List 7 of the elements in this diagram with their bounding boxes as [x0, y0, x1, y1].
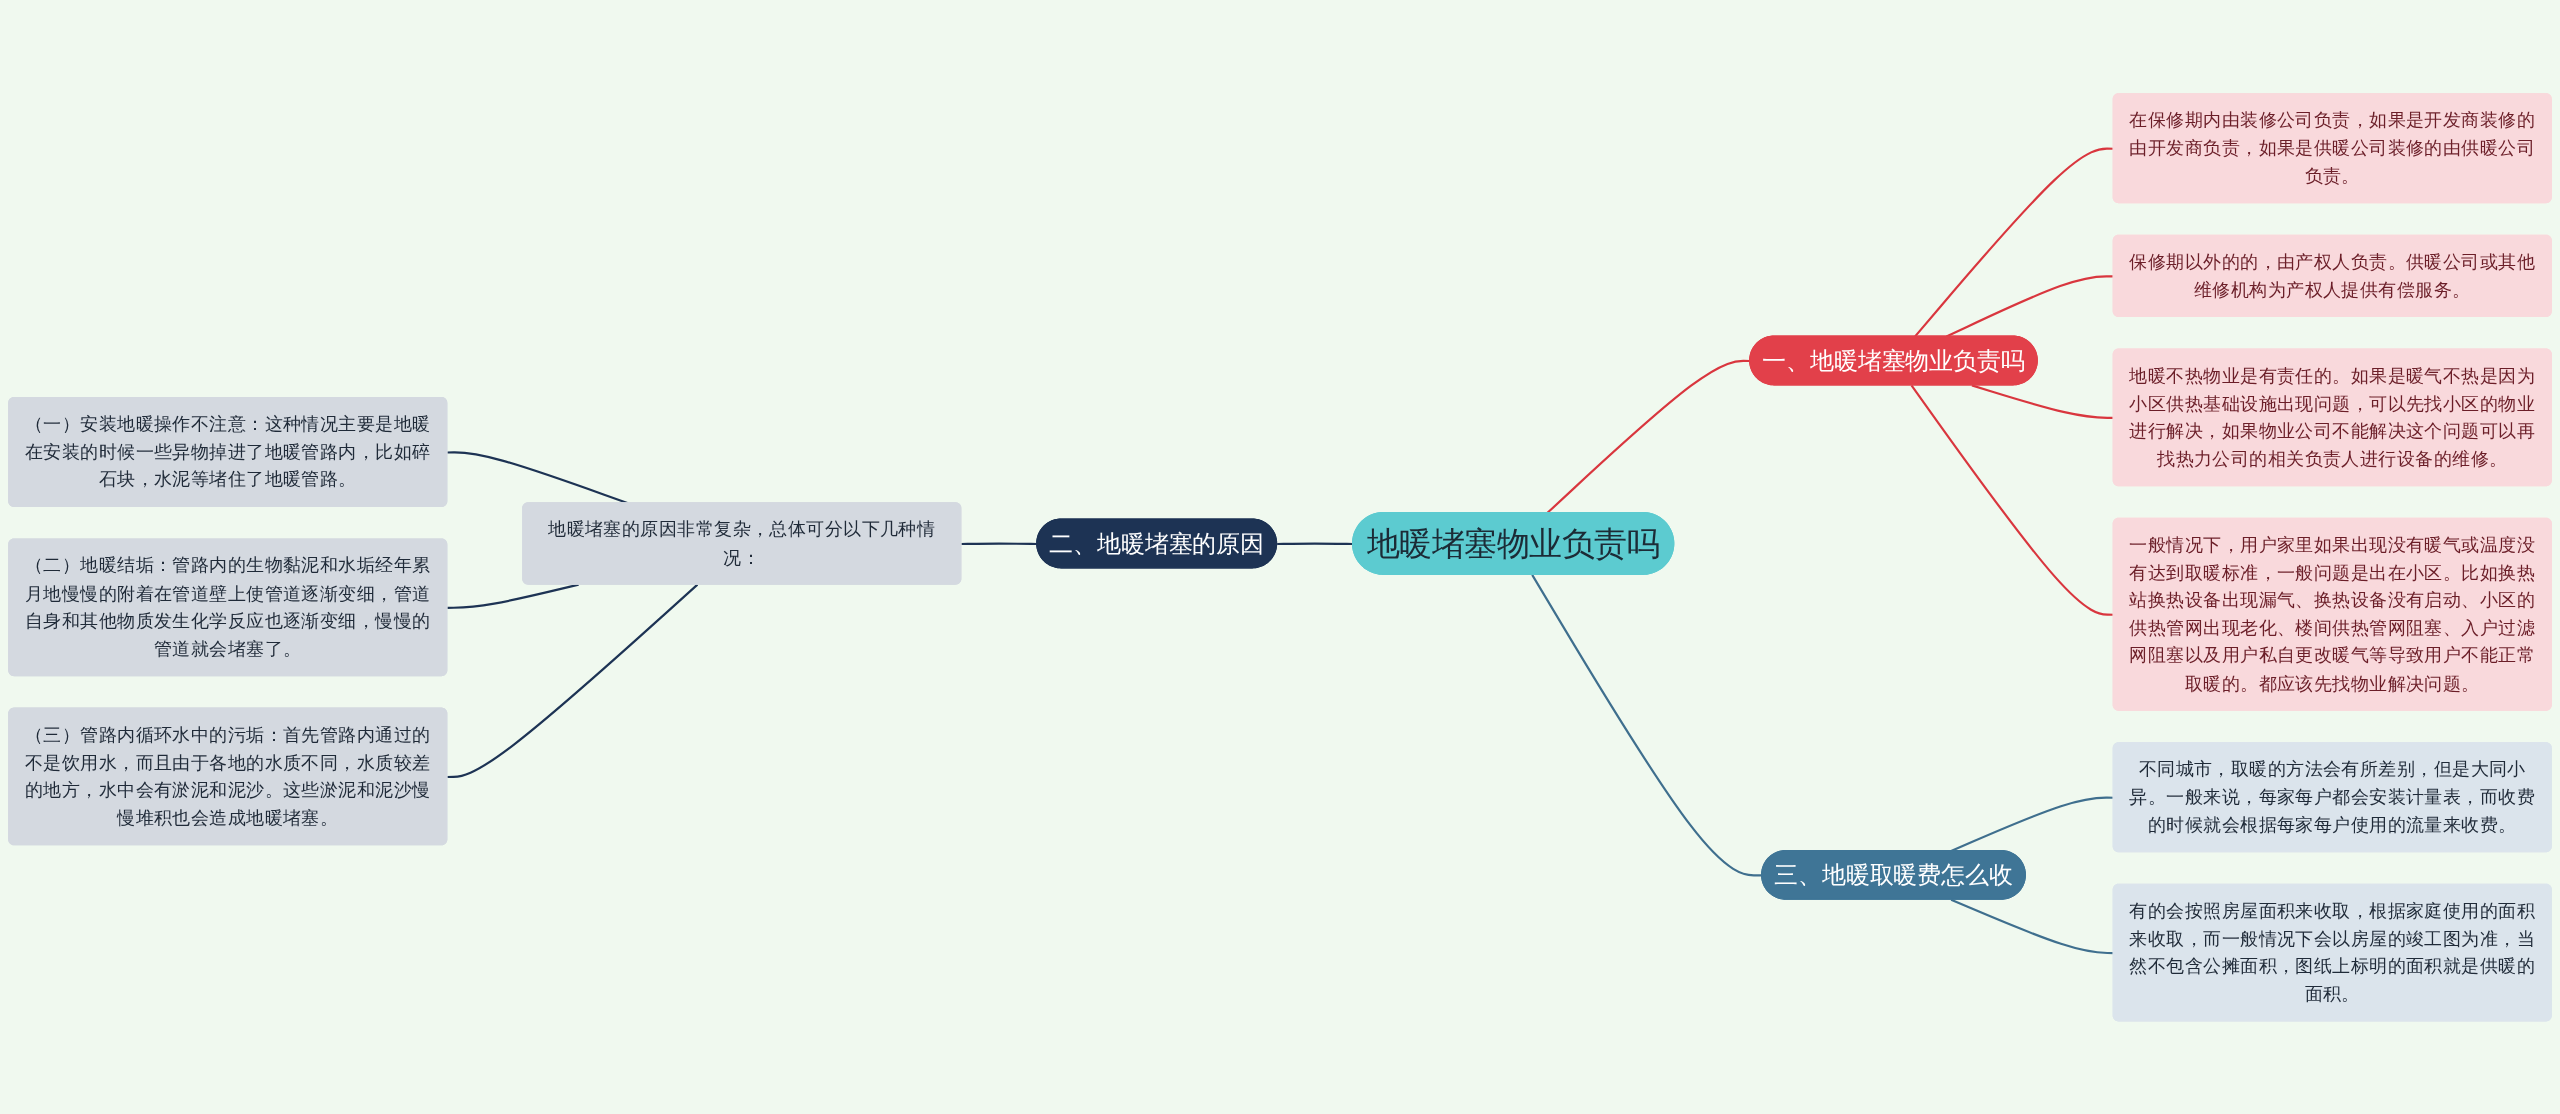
connector [447, 583, 579, 609]
connector [1910, 384, 2114, 616]
connector [1950, 898, 2114, 954]
connector [1950, 796, 2114, 852]
connector [1971, 384, 2114, 419]
connector [447, 583, 699, 778]
connector [1531, 574, 1763, 877]
